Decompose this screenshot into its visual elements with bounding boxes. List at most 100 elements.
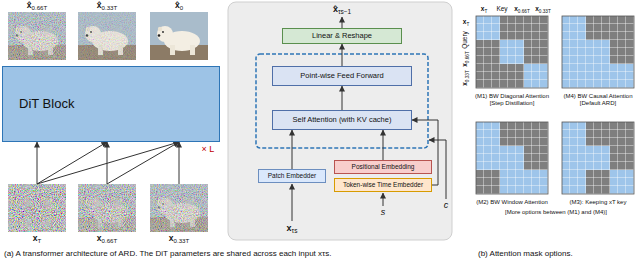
attention-mask: (M4) BW Causal Attention[Default ARD]	[556, 16, 640, 108]
flow-arrow	[37, 142, 38, 184]
mask-grid	[562, 122, 634, 194]
input-arrow	[292, 184, 293, 221]
output-symbol: x̂τs−1	[333, 4, 351, 14]
mask-grid	[476, 16, 548, 88]
node-text: Token-wise Time Embedder	[343, 181, 423, 189]
math-subscript: 0.33T	[465, 70, 470, 82]
node-text: x̂0.66T	[27, 0, 47, 11]
dit-block: DiT Block	[2, 66, 220, 142]
node-text: (M4) BW Causal Attention	[563, 93, 632, 101]
math-subscript: T	[466, 22, 469, 27]
node-text: [Step Distillation]	[490, 100, 535, 108]
math-subscript: τs−1	[338, 8, 351, 15]
math-base: x	[33, 233, 38, 243]
node-text: Self Attention (with KV cache)	[293, 115, 392, 124]
embedder-box: Patch Embedder	[258, 169, 326, 183]
math-base: x̂	[27, 0, 32, 10]
image-panel: xT	[8, 184, 66, 244]
node-text: x̂0	[175, 0, 183, 11]
node-text: x0.33T	[169, 233, 189, 244]
mask-grid	[476, 122, 548, 194]
axis-tick: xT	[463, 18, 469, 25]
flow-arrow	[342, 44, 343, 66]
math-subscript: 0.66T	[465, 51, 470, 63]
math-base: x	[535, 5, 539, 12]
flow-arrow	[412, 120, 438, 185]
denoised-image	[8, 12, 66, 60]
node-text: x0.66T	[97, 233, 117, 244]
flow-arrow	[37, 142, 107, 184]
flow-arrow	[342, 86, 343, 110]
math-base: x	[461, 63, 468, 67]
noise-image	[8, 184, 66, 232]
math-base: x	[461, 82, 468, 86]
node-text: (M1) BW Diagonal Attention	[475, 93, 549, 101]
node-text: Patch Embedder	[268, 172, 316, 180]
node-text: x̂0.33T	[97, 0, 117, 11]
linear-box: Linear & Reshape	[282, 28, 402, 44]
node-text: (M2) BW Window Attention	[476, 198, 548, 206]
axis-tick: x0.66T	[461, 51, 468, 67]
math-subscript: T	[38, 237, 42, 244]
axis-title: Query	[461, 31, 468, 49]
flow-arrow	[292, 130, 293, 169]
math-subscript: 0.66T	[102, 237, 118, 244]
attention-mask: (M3): Keeping xT key	[556, 122, 640, 206]
math-base: x	[287, 223, 292, 233]
math-base: x	[169, 233, 174, 243]
node-text: [Default ARD]	[580, 100, 616, 108]
noisy-image	[78, 184, 136, 232]
node-text: xT	[33, 233, 41, 244]
attention-mask: (M1) BW Diagonal Attention[Step Distilla…	[470, 16, 554, 108]
math-base: x̂	[97, 0, 102, 10]
flow-arrow	[179, 142, 180, 184]
axis-tick: xT	[481, 5, 487, 12]
layer-box: Self Attention (with KV cache)	[272, 110, 412, 130]
math-base: x̂	[333, 4, 338, 14]
math-subscript: 0.33T	[102, 4, 118, 11]
math-base: x	[97, 233, 102, 243]
node-text: DiT Block	[19, 96, 74, 112]
denoised-image	[78, 12, 136, 60]
image-panel: x̂0.33T	[78, 0, 136, 60]
math-subscript: 0.66T	[32, 4, 48, 11]
clean-image	[150, 12, 208, 60]
axis-tick: x0.33T	[535, 5, 551, 12]
image-panel: x0.66T	[78, 184, 136, 244]
subfigure-caption: (a) A transformer architecture of ARD. T…	[4, 249, 331, 258]
dit-block-outline	[256, 54, 428, 148]
attention-mask: (M2) BW Window Attention	[470, 122, 554, 206]
embedder-box: Token-wise Time Embedder	[334, 178, 432, 192]
math-base: x	[463, 18, 467, 25]
math-subscript: 0.66T	[518, 9, 530, 14]
detail-panel	[228, 2, 452, 240]
subfigure-caption: (b) Attention mask options.	[478, 249, 573, 258]
math-subscript: τs	[292, 227, 298, 234]
node-text: Linear & Reshape	[312, 31, 372, 40]
axis-title: Key	[496, 5, 507, 12]
math-subscript: 0.33T	[539, 9, 551, 14]
math-subscript: 0	[180, 4, 183, 11]
embedding-box: Positional Embedding	[334, 160, 432, 174]
image-panel: x̂0	[150, 0, 208, 60]
math-subscript: T	[484, 9, 487, 14]
mask-note: [More options between (M1) and (M4)]	[505, 209, 607, 216]
layer-box: Point-wise Feed Forward	[272, 66, 412, 86]
noisy-image	[150, 184, 208, 232]
mask-grid	[562, 16, 634, 88]
image-panel: x0.33T	[150, 184, 208, 244]
math-base: x	[481, 5, 485, 12]
flow-arrow	[383, 130, 384, 160]
flow-arrow	[107, 142, 179, 184]
image-panel: x̂0.66T	[8, 0, 66, 60]
flow-arrow	[107, 142, 108, 184]
axis-tick: x0.66T	[514, 5, 530, 12]
time-arrow	[383, 193, 384, 206]
node-text: (M3): Keeping xT key	[570, 198, 627, 206]
output-arrow	[342, 17, 343, 28]
axis-tick: x0.33T	[461, 70, 468, 86]
math-base: x	[514, 5, 518, 12]
node-text: Point-wise Feed Forward	[300, 71, 383, 80]
math-subscript: 0.33T	[174, 237, 190, 244]
condition-symbol: c	[444, 200, 449, 210]
